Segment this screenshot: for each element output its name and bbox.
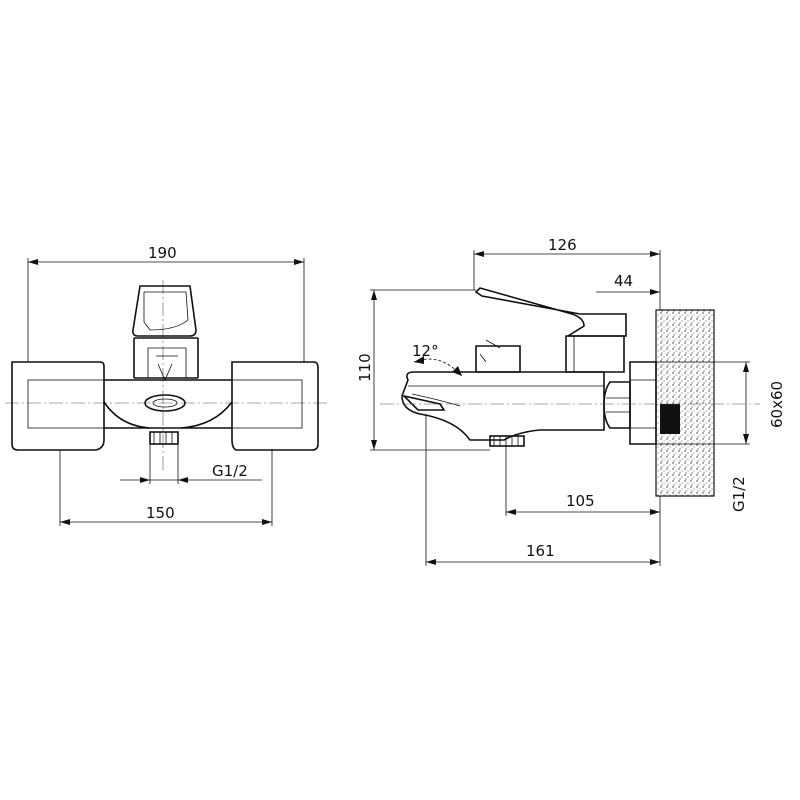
dim-angle-label: 12° — [412, 342, 439, 360]
front-view: 190 150 G1/2 — [5, 244, 330, 526]
front-body-left — [11, 361, 105, 451]
dim-105-label: 105 — [566, 492, 595, 510]
dim-190-label: 190 — [148, 244, 177, 262]
dim-110-label: 110 — [356, 353, 374, 382]
dim-161-label: 161 — [526, 542, 555, 560]
wall-inlet — [660, 404, 680, 434]
diverter-knob — [475, 345, 521, 373]
wall-flange — [629, 361, 657, 445]
front-outlet-thread — [149, 431, 179, 445]
dim-44-label: 44 — [614, 272, 633, 290]
dim-60x60-label: 60x60 — [768, 381, 786, 428]
front-spout-mouth — [144, 394, 186, 412]
dim-126-label: 126 — [548, 236, 577, 254]
side-outlet-thread — [489, 435, 525, 447]
hex-nut — [603, 381, 631, 429]
side-body — [401, 371, 605, 441]
side-spout-tip — [401, 394, 446, 411]
front-valve-column — [133, 337, 199, 379]
front-body-right — [231, 361, 319, 451]
side-view: 126 44 110 12° 60x60 G1/2 105 — [356, 236, 786, 566]
dim-150-label: 150 — [146, 504, 175, 522]
side-thread-label: G1/2 — [730, 476, 748, 512]
wall-section — [655, 309, 715, 497]
side-valve-body — [565, 335, 625, 373]
front-thread-label: G1/2 — [212, 462, 248, 480]
front-handle — [132, 285, 197, 337]
side-handle-lever — [474, 287, 627, 337]
front-body-center — [103, 379, 233, 429]
